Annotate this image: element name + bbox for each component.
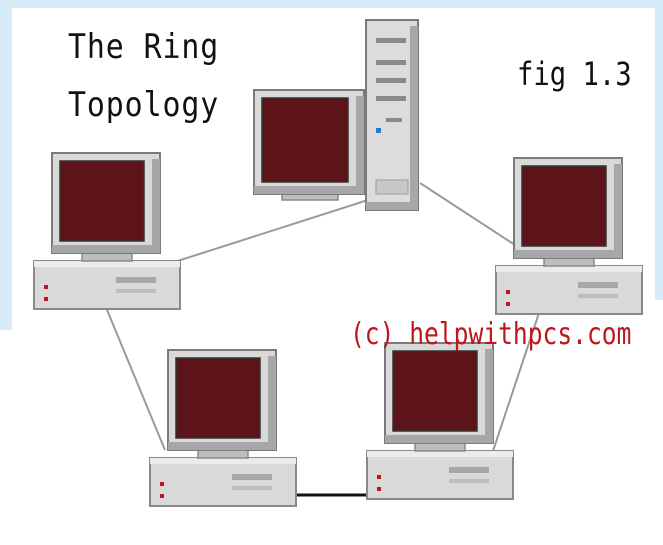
figure-label: fig 1.3 — [517, 55, 632, 93]
copyright-credit: (c) helpwithpcs.com — [350, 317, 632, 352]
pc-top — [253, 89, 365, 201]
diagram-title-line-1: The Ring — [68, 27, 220, 67]
frame-left-border — [0, 0, 12, 330]
canvas-background-lower — [0, 330, 663, 545]
pc-right — [495, 157, 643, 315]
link-pc-bottom-right-pc-right — [489, 309, 541, 461]
pc-bottom-right — [366, 342, 514, 500]
server — [365, 19, 419, 211]
pc-left — [33, 152, 181, 310]
link-pc-left-pc-bottom-left — [104, 304, 166, 451]
pc-bottom-left — [149, 349, 297, 507]
frame-top-border — [0, 0, 663, 8]
link-server-pc-left — [164, 199, 369, 266]
frame-right-border — [655, 0, 663, 300]
link-server-pc-right — [419, 182, 516, 246]
diagram-title-line-2: Topology — [68, 85, 220, 125]
